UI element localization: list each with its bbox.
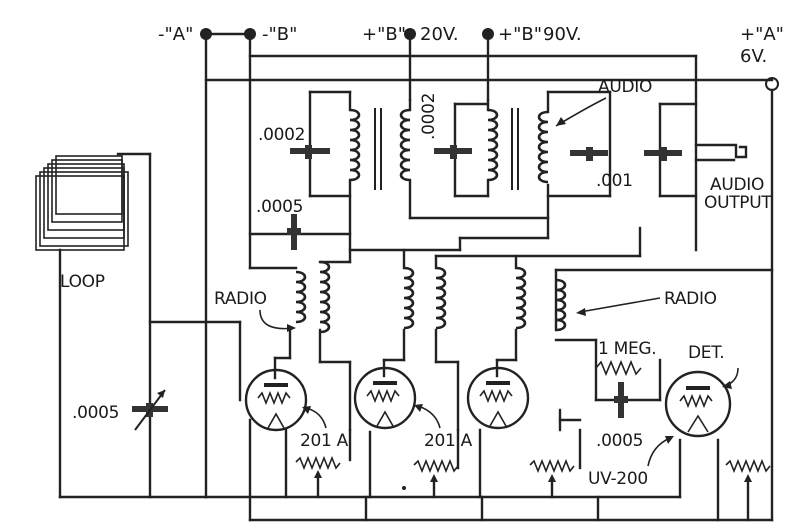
cap-0005-det-label: .0005 (596, 431, 643, 451)
rheostat-4 (725, 458, 771, 482)
radio-transformer-2 (403, 266, 447, 330)
grid-leak-resistor: 1 MEG. (595, 339, 657, 377)
audio-output-label-1: AUDIO (710, 175, 764, 195)
radio-transformer-1 (295, 260, 331, 334)
capacitor-0002-left: .0002 (258, 125, 330, 159)
cap-0002-mid-label: .0002 (419, 93, 439, 140)
neg-b-label: -"B" (262, 24, 297, 45)
battery-terminals: -"A" -"B" +"B" 20V. +"B" 90V. +"A" 6V. (158, 24, 784, 91)
pos-a-label: +"A" (740, 24, 784, 45)
pos-b20-volts: 20V. (420, 24, 459, 45)
capacitor-0005-upper: .0005 (256, 197, 303, 250)
pos-b90-terminal (482, 28, 494, 40)
audio-output-label-2: OUTPUT (704, 193, 772, 213)
det-label: DET. (688, 343, 724, 363)
audio-transformer-1 (349, 108, 411, 190)
wiring (58, 38, 774, 522)
pos-b20-label: +"B" (362, 24, 406, 45)
capacitor-001: .001 (570, 147, 633, 191)
capacitor-0002-mid: .0002 (419, 93, 472, 159)
tube1-label: 201 A (300, 431, 349, 451)
neg-a-label: -"A" (158, 24, 193, 45)
one-meg-label: 1 MEG. (598, 339, 656, 359)
annotations: AUDIO RADIO RADIO DET. 201 A 201 A UV-20… (214, 77, 739, 490)
tube-detector (664, 370, 732, 438)
radio-transformer-3 (515, 266, 567, 332)
radio-left-label: RADIO (214, 289, 267, 309)
rheostat-2 (413, 458, 459, 482)
cap-0002-left-label: .0002 (258, 125, 305, 145)
audio-transformer-2 (487, 108, 549, 190)
neg-b-terminal (244, 28, 256, 40)
tube-1 (244, 368, 308, 432)
capacitor-0005-det: .0005 (596, 382, 643, 451)
tube-2 (353, 366, 417, 430)
loop-label: LOOP (60, 272, 105, 292)
audio-top-label: AUDIO (598, 77, 652, 97)
tube2-label: 201 A (424, 431, 473, 451)
variable-capacitor-loop: .0005 (72, 389, 168, 431)
pos-b90-volts: 90V. (543, 24, 582, 45)
rheostat-3 (529, 458, 575, 482)
cap-0005-upper-label: .0005 (256, 197, 303, 217)
pos-a-volts: 6V. (740, 46, 767, 67)
rheostat-1 (295, 455, 341, 478)
capacitor-audio-out (644, 147, 682, 161)
cap-0005-loop-label: .0005 (72, 403, 119, 423)
loop-antenna: LOOP (35, 155, 129, 292)
pos-b20-terminal (404, 28, 416, 40)
audio-output-jack: AUDIO OUTPUT (694, 143, 773, 213)
neg-a-terminal (200, 28, 212, 40)
tube-det-label: UV-200 (588, 469, 648, 489)
tube-3 (466, 366, 530, 430)
pos-b90-label: +"B" (498, 24, 542, 45)
radio-right-label: RADIO (664, 289, 717, 309)
cap-001-label: .001 (596, 171, 633, 191)
